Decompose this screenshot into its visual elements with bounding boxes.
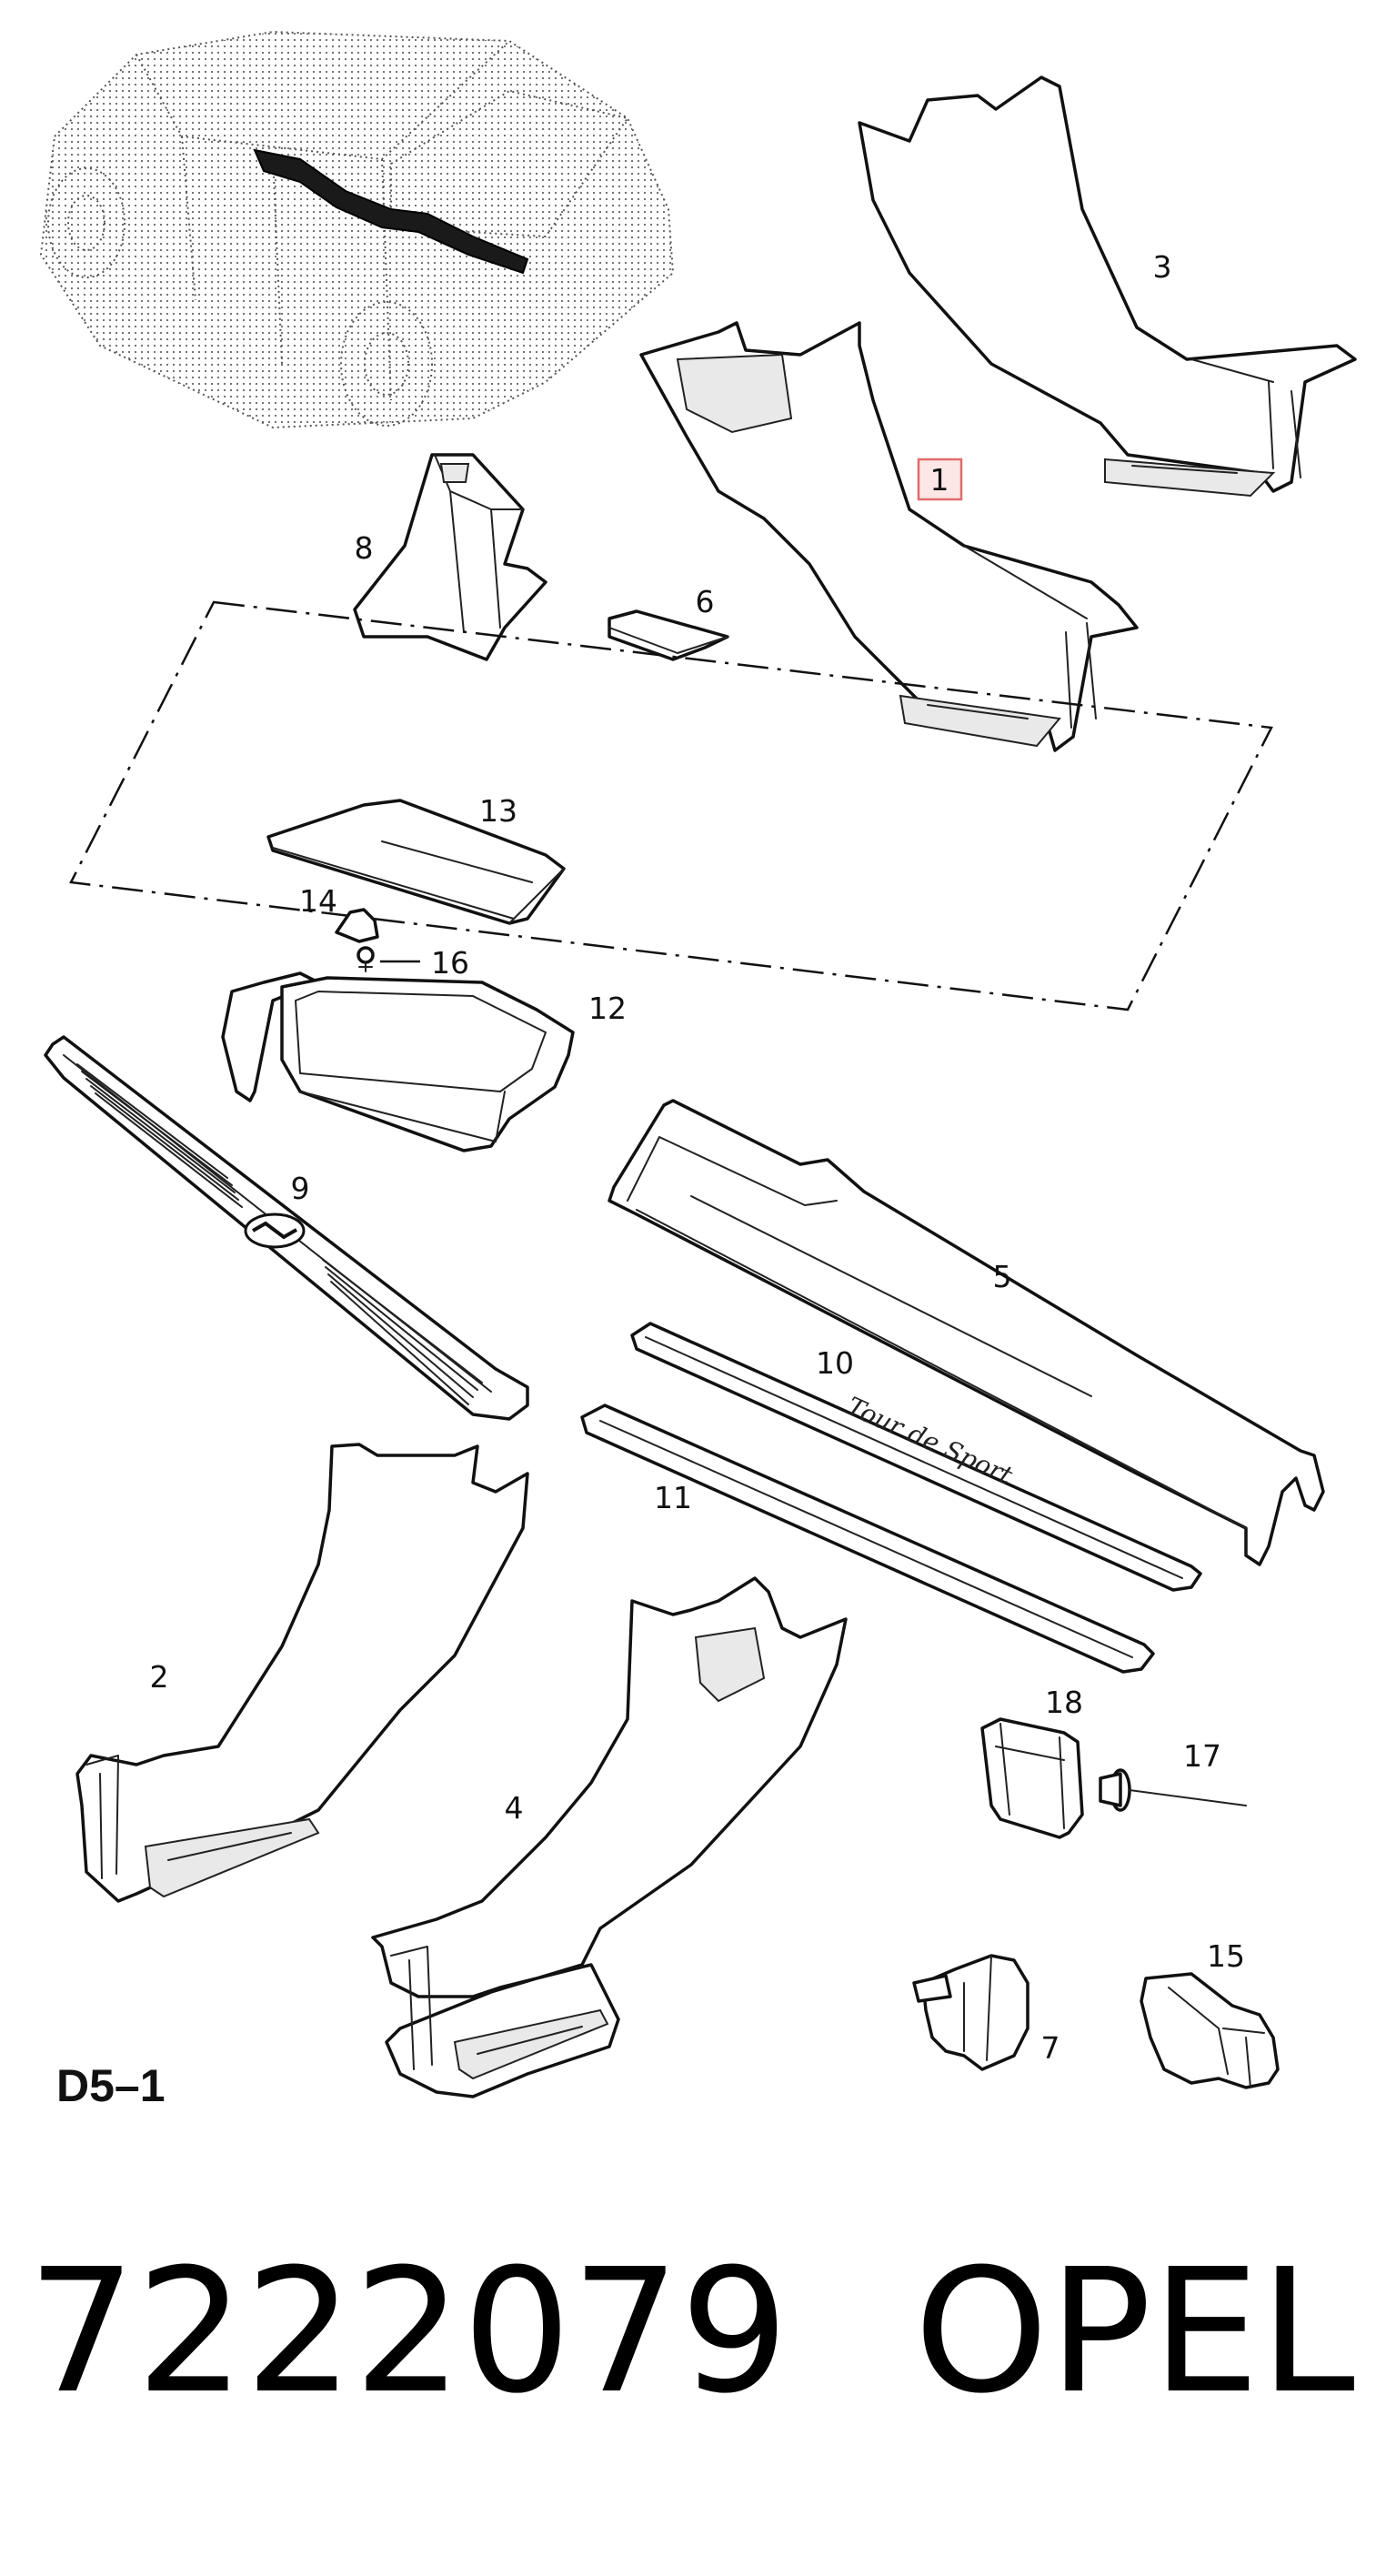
callout-12: 12 (588, 991, 627, 1026)
group-frame (69, 600, 1273, 1011)
callout-3: 3 (1153, 249, 1172, 285)
part-number: 7222079 (27, 2232, 789, 2431)
callout-9: 9 (291, 1171, 310, 1206)
part-18-spring-clip (980, 1717, 1084, 1839)
callout-11: 11 (654, 1480, 692, 1515)
callout-6: 6 (696, 584, 715, 619)
part-8-bracket (353, 453, 547, 661)
part-4-rear-pillar-trim-lower (371, 1576, 848, 2098)
callout-17: 17 (1183, 1738, 1221, 1774)
callout-7: 7 (1041, 2030, 1060, 2066)
part-1-front-left-pillar-trim (639, 321, 1139, 752)
callout-5: 5 (993, 1259, 1012, 1294)
callout-15: 15 (1207, 1938, 1245, 1974)
callout-10: 10 (816, 1345, 854, 1381)
part-11-sill-scuff-plate (580, 1404, 1155, 1674)
part-5-door-sill-trim (608, 1099, 1325, 1566)
callout-18: 18 (1045, 1685, 1083, 1720)
callout-1: 1 (930, 462, 949, 498)
part-6-cover-cap (608, 609, 729, 661)
part-13-tray-lid (266, 799, 566, 925)
part-7-clip (912, 1954, 1029, 2071)
vehicle-locator-sketch (39, 30, 675, 429)
callout-13: 13 (479, 793, 517, 829)
part-17-rivet (1099, 1768, 1247, 1812)
brand-name: OPEL (914, 2232, 1355, 2431)
callout-1-highlight (917, 458, 963, 501)
part-14-cap (335, 908, 379, 943)
callout-labels: 1 2 3 4 5 6 7 8 9 10 11 12 13 14 15 16 1… (150, 249, 1246, 2066)
section-code: D5–1 (56, 2060, 166, 2111)
part-15-retaining-clip (1140, 1972, 1280, 2089)
callout-4: 4 (505, 1790, 524, 1826)
callout-16: 16 (431, 945, 469, 981)
callout-14: 14 (299, 883, 337, 919)
part-16-screw (357, 946, 375, 972)
callout-8: 8 (355, 530, 374, 566)
part-12-storage-tray (221, 971, 575, 1152)
part-2-front-right-pillar-trim (75, 1443, 529, 1903)
part-9-sill-plate-with-logo (44, 1035, 529, 1421)
callout-2: 2 (150, 1659, 169, 1695)
part-3-rear-pillar-trim-upper (858, 75, 1357, 498)
